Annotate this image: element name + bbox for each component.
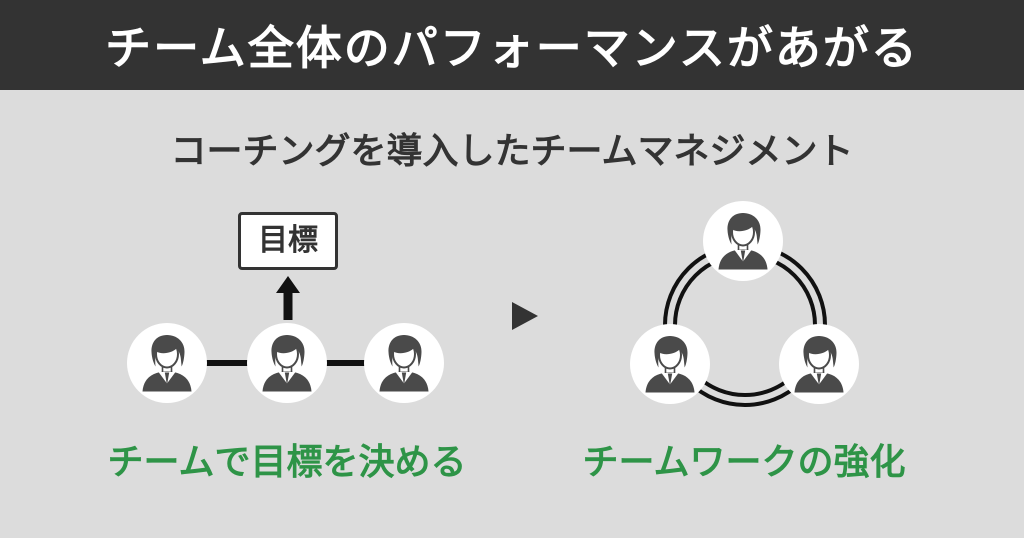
person-icon [379,335,429,392]
goal-box: 目標 [238,212,338,270]
person-icon [645,336,695,393]
banner: チーム全体のパフォーマンスがあがる [0,0,1024,90]
banner-title: チーム全体のパフォーマンスがあがる [105,22,919,74]
person-avatar [364,323,444,403]
person-avatar [630,324,710,404]
person-avatar [247,323,327,403]
person-icon [142,335,192,392]
up-arrow-icon [276,276,300,320]
left-caption: チームで目標を決める [107,441,467,482]
goal-label: 目標 [258,224,318,257]
right-caption: チームワークの強化 [582,441,906,482]
person-icon [262,335,312,392]
right-arrow-icon [512,302,538,330]
subtitle: コーチングを導入したチームマネジメント [170,130,854,171]
person-avatar [127,323,207,403]
person-icon [794,336,844,393]
person-avatar [703,201,783,281]
person-avatar [779,324,859,404]
person-icon [718,213,768,270]
